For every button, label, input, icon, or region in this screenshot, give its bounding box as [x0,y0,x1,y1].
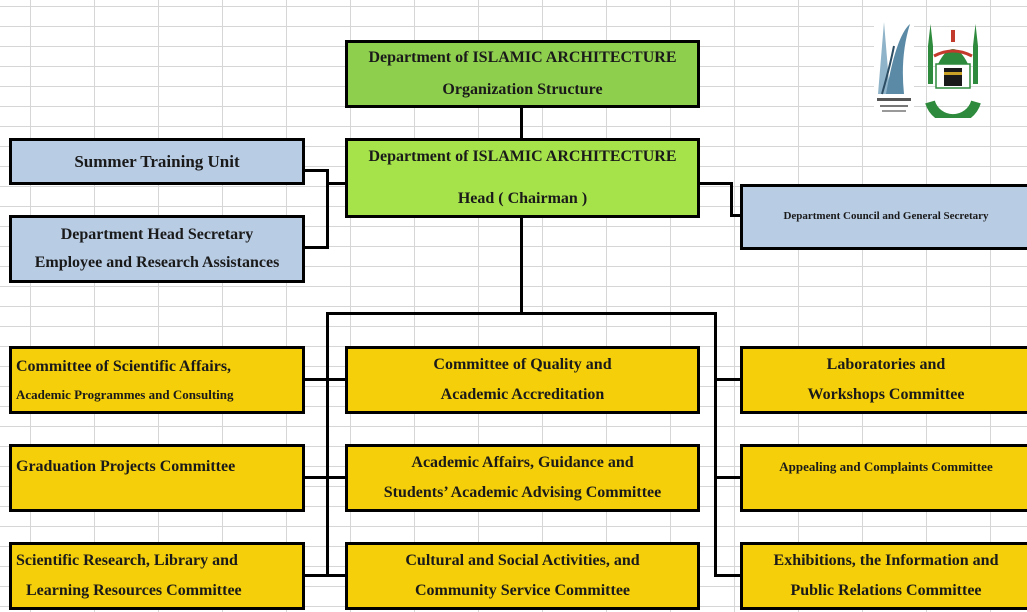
committee-line-1: Appealing and Complaints Committee [779,459,993,474]
university-logo-icon [925,24,981,118]
title-line-1: Department of ISLAMIC ARCHITECTURE [368,49,677,66]
title-line-2: Organization Structure [442,81,603,98]
committee-academic-affairs: Academic Affairs, Guidance and Students’… [345,444,700,512]
committee-graduation-projects: Graduation Projects Committee [9,444,305,512]
department-council-box: Department Council and General Secretary [740,184,1027,250]
committee-line-1: Laboratories and [826,356,946,373]
committee-line-2: Academic Accreditation [440,386,605,403]
committee-line-2: Public Relations Committee [790,582,982,599]
secretary-line-2: Employee and Research Assistances [34,254,280,271]
department-logo-icon [874,16,914,116]
summer-training-unit-box: Summer Training Unit [9,138,305,185]
head-line-1: Department of ISLAMIC ARCHITECTURE [368,148,677,165]
committee-scientific-affairs: Committee of Scientific Affairs, Academi… [9,346,305,414]
committee-line-2: Workshops Committee [807,386,965,403]
department-secretary-box: Department Head Secretary Employee and R… [9,215,305,283]
org-structure-title-box: Department of ISLAMIC ARCHITECTURE Organ… [345,40,700,108]
committee-cultural-social: Cultural and Social Activities, and Comm… [345,542,700,610]
summer-training-label: Summer Training Unit [74,151,240,171]
council-label: Department Council and General Secretary [783,210,989,223]
committee-line-1: Graduation Projects Committee [16,458,236,475]
committee-line-1: Committee of Scientific Affairs, [16,357,232,375]
committee-scientific-research: Scientific Research, Library and Learnin… [9,542,305,610]
committee-appealing-complaints: Appealing and Complaints Committee [740,444,1027,512]
committee-line-1: Academic Affairs, Guidance and [411,454,634,471]
committee-line-2: Community Service Committee [414,582,631,599]
committee-line-1: Scientific Research, Library and [16,552,238,569]
committee-laboratories-workshops: Laboratories and Workshops Committee [740,346,1027,414]
committee-line-2: Learning Resources Committee [26,582,242,599]
committee-line-1: Exhibitions, the Information and [773,552,999,569]
head-line-2: Head ( Chairman ) [457,190,588,207]
department-head-box: Department of ISLAMIC ARCHITECTURE Head … [345,138,700,218]
committee-exhibitions-pr: Exhibitions, the Information and Public … [740,542,1027,610]
committee-line-2: Students’ Academic Advising Committee [383,484,662,501]
committee-line-2: Academic Programmes and Consulting [16,386,234,402]
committee-quality-accreditation: Committee of Quality and Academic Accred… [345,346,700,414]
committee-line-1: Committee of Quality and [433,356,612,373]
secretary-line-1: Department Head Secretary [60,226,254,243]
committee-line-1: Cultural and Social Activities, and [405,552,640,569]
